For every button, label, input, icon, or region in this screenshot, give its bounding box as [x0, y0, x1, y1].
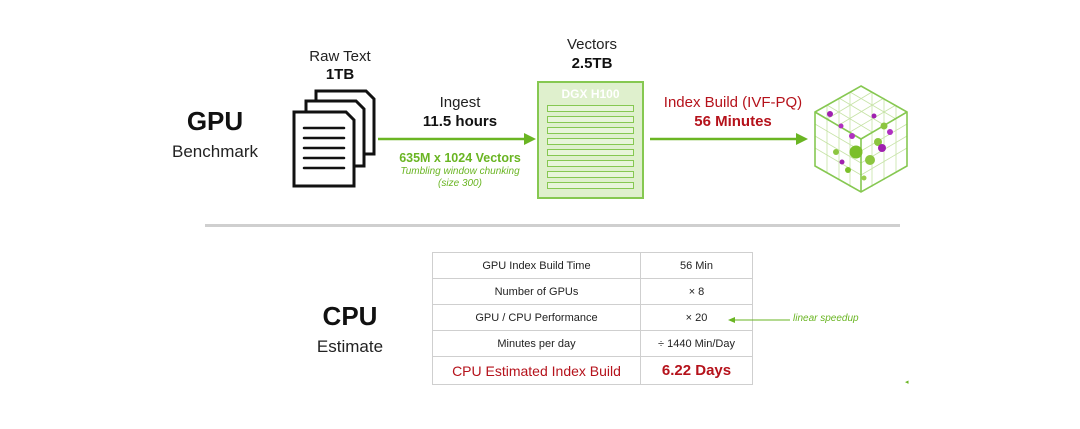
- dgx-rack-row: [547, 138, 634, 145]
- table-row-value: × 8: [639, 278, 754, 305]
- gpu-subtitle: Benchmark: [172, 142, 258, 161]
- index-build-label: Index Build (IVF-PQ): [663, 94, 803, 111]
- table-row-label: Number of GPUs: [432, 278, 641, 305]
- table-row-value: 56 Min: [639, 252, 754, 279]
- dgx-rack-row: [547, 116, 634, 123]
- table-row: Minutes per day ÷ 1440 Min/Day: [432, 330, 754, 357]
- index-build-duration: 56 Minutes: [694, 113, 772, 130]
- result-label: CPU Estimated Index Build: [432, 356, 641, 385]
- dgx-server-icon: DGX H100: [537, 81, 644, 199]
- cpu-estimate-table: GPU Index Build Time 56 Min Number of GP…: [432, 252, 754, 385]
- dgx-rack-row: [547, 182, 634, 189]
- table-row: GPU Index Build Time 56 Min: [432, 252, 754, 279]
- table-row: GPU / CPU Performance × 20: [432, 304, 754, 331]
- raw-text-size: 1TB: [325, 66, 355, 83]
- small-arrow-mark: ◂: [905, 379, 909, 386]
- cpu-subtitle: Estimate: [316, 337, 384, 356]
- table-row-label: Minutes per day: [432, 330, 641, 357]
- cpu-title: CPU: [322, 301, 378, 331]
- dgx-rack-row: [547, 149, 634, 156]
- section-divider: [205, 224, 900, 227]
- speedup-note: linear speedup: [793, 313, 859, 324]
- ingest-label: Ingest: [439, 94, 481, 111]
- ingest-duration: 11.5 hours: [422, 113, 498, 130]
- dgx-rack-row: [547, 160, 634, 167]
- table-row: Number of GPUs × 8: [432, 278, 754, 305]
- ingest-arrow-icon: [378, 133, 536, 145]
- dgx-label: DGX H100: [561, 87, 620, 101]
- result-value: 6.22 Days: [639, 356, 754, 385]
- index-arrow-icon: [650, 133, 808, 145]
- raw-text-label: Raw Text: [309, 48, 371, 65]
- table-row-label: GPU / CPU Performance: [432, 304, 641, 331]
- table-row-label: GPU Index Build Time: [432, 252, 641, 279]
- vector-cube-icon: [814, 85, 908, 193]
- speedup-arrow-icon: [728, 317, 790, 323]
- table-row-result: CPU Estimated Index Build 6.22 Days: [432, 356, 754, 385]
- chunking-line-1: Tumbling window chunking: [400, 166, 520, 177]
- dgx-rack-row: [547, 105, 634, 112]
- table-row-value: ÷ 1440 Min/Day: [639, 330, 754, 357]
- chunking-line-2: (size 300): [438, 178, 482, 189]
- vectors-size: 2.5TB: [571, 55, 613, 72]
- vectors-label: Vectors: [566, 36, 618, 53]
- gpu-title: GPU: [186, 106, 244, 136]
- ingest-vectors: 635M x 1024 Vectors: [399, 151, 521, 165]
- documents-icon: [292, 89, 376, 188]
- dgx-rack-row: [547, 127, 634, 134]
- dgx-rack-row: [547, 171, 634, 178]
